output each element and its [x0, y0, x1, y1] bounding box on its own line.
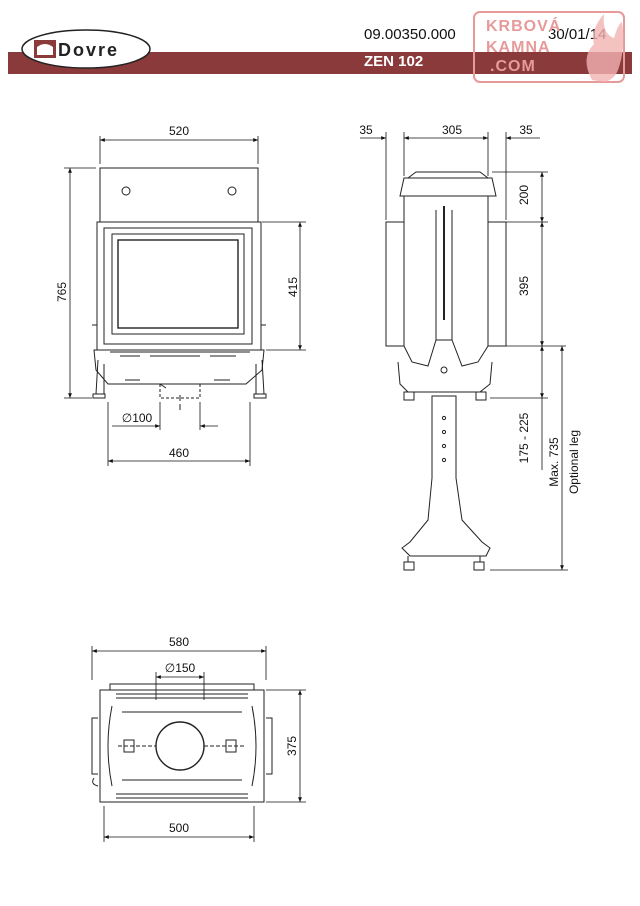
document-number: 09.00350.000 — [364, 26, 456, 43]
svg-text:Dovre: Dovre — [58, 40, 119, 60]
watermark: KRBOVÁ KAMNA .COM — [472, 8, 630, 88]
brand-logo: Dovre — [21, 29, 151, 69]
top-view-labels: 580 ∅150 375 500 — [165, 635, 299, 835]
watermark-frame — [473, 11, 625, 83]
side-top-label: 200 — [517, 185, 531, 205]
model-name: ZEN 102 — [364, 53, 424, 70]
side-right-label: 35 — [519, 123, 533, 137]
top-view-dimensions — [91, 646, 306, 842]
front-view — [92, 167, 267, 412]
side-leg-range-label: 175 - 225 — [517, 412, 531, 463]
front-width-label: 520 — [169, 124, 189, 138]
side-left-label: 35 — [359, 123, 373, 137]
flame-icon — [586, 14, 624, 82]
top-bottom-width-label: 500 — [169, 821, 189, 835]
side-view-labels: 35 305 35 200 395 175 - 225 Max. 735 Opt… — [359, 123, 581, 494]
side-view — [385, 171, 507, 571]
side-optional-label: Optional leg — [567, 430, 581, 494]
front-view-dimensions — [64, 136, 306, 466]
side-view-dimensions — [360, 132, 568, 571]
watermark-line-2: KAMNA — [486, 39, 551, 56]
top-view — [91, 683, 273, 803]
top-flue-label: ∅150 — [165, 661, 196, 675]
document-date: 30/01/14 — [548, 26, 607, 43]
top-width-label: 580 — [169, 635, 189, 649]
front-bottom-width-label: 460 — [169, 446, 189, 460]
front-view-labels: 520 765 415 ∅100 460 — [55, 124, 300, 460]
front-flue-label: ∅100 — [122, 411, 153, 425]
top-depth-label: 375 — [285, 736, 299, 756]
front-height-label: 765 — [55, 282, 69, 302]
side-max-label: Max. 735 — [547, 437, 561, 487]
front-glass-height-label: 415 — [286, 277, 300, 297]
header-band — [8, 52, 632, 74]
side-body-label: 395 — [517, 276, 531, 296]
watermark-line-3: .COM — [490, 58, 536, 75]
watermark-line-1: KRBOVÁ — [486, 18, 562, 35]
side-depth-label: 305 — [442, 123, 462, 137]
